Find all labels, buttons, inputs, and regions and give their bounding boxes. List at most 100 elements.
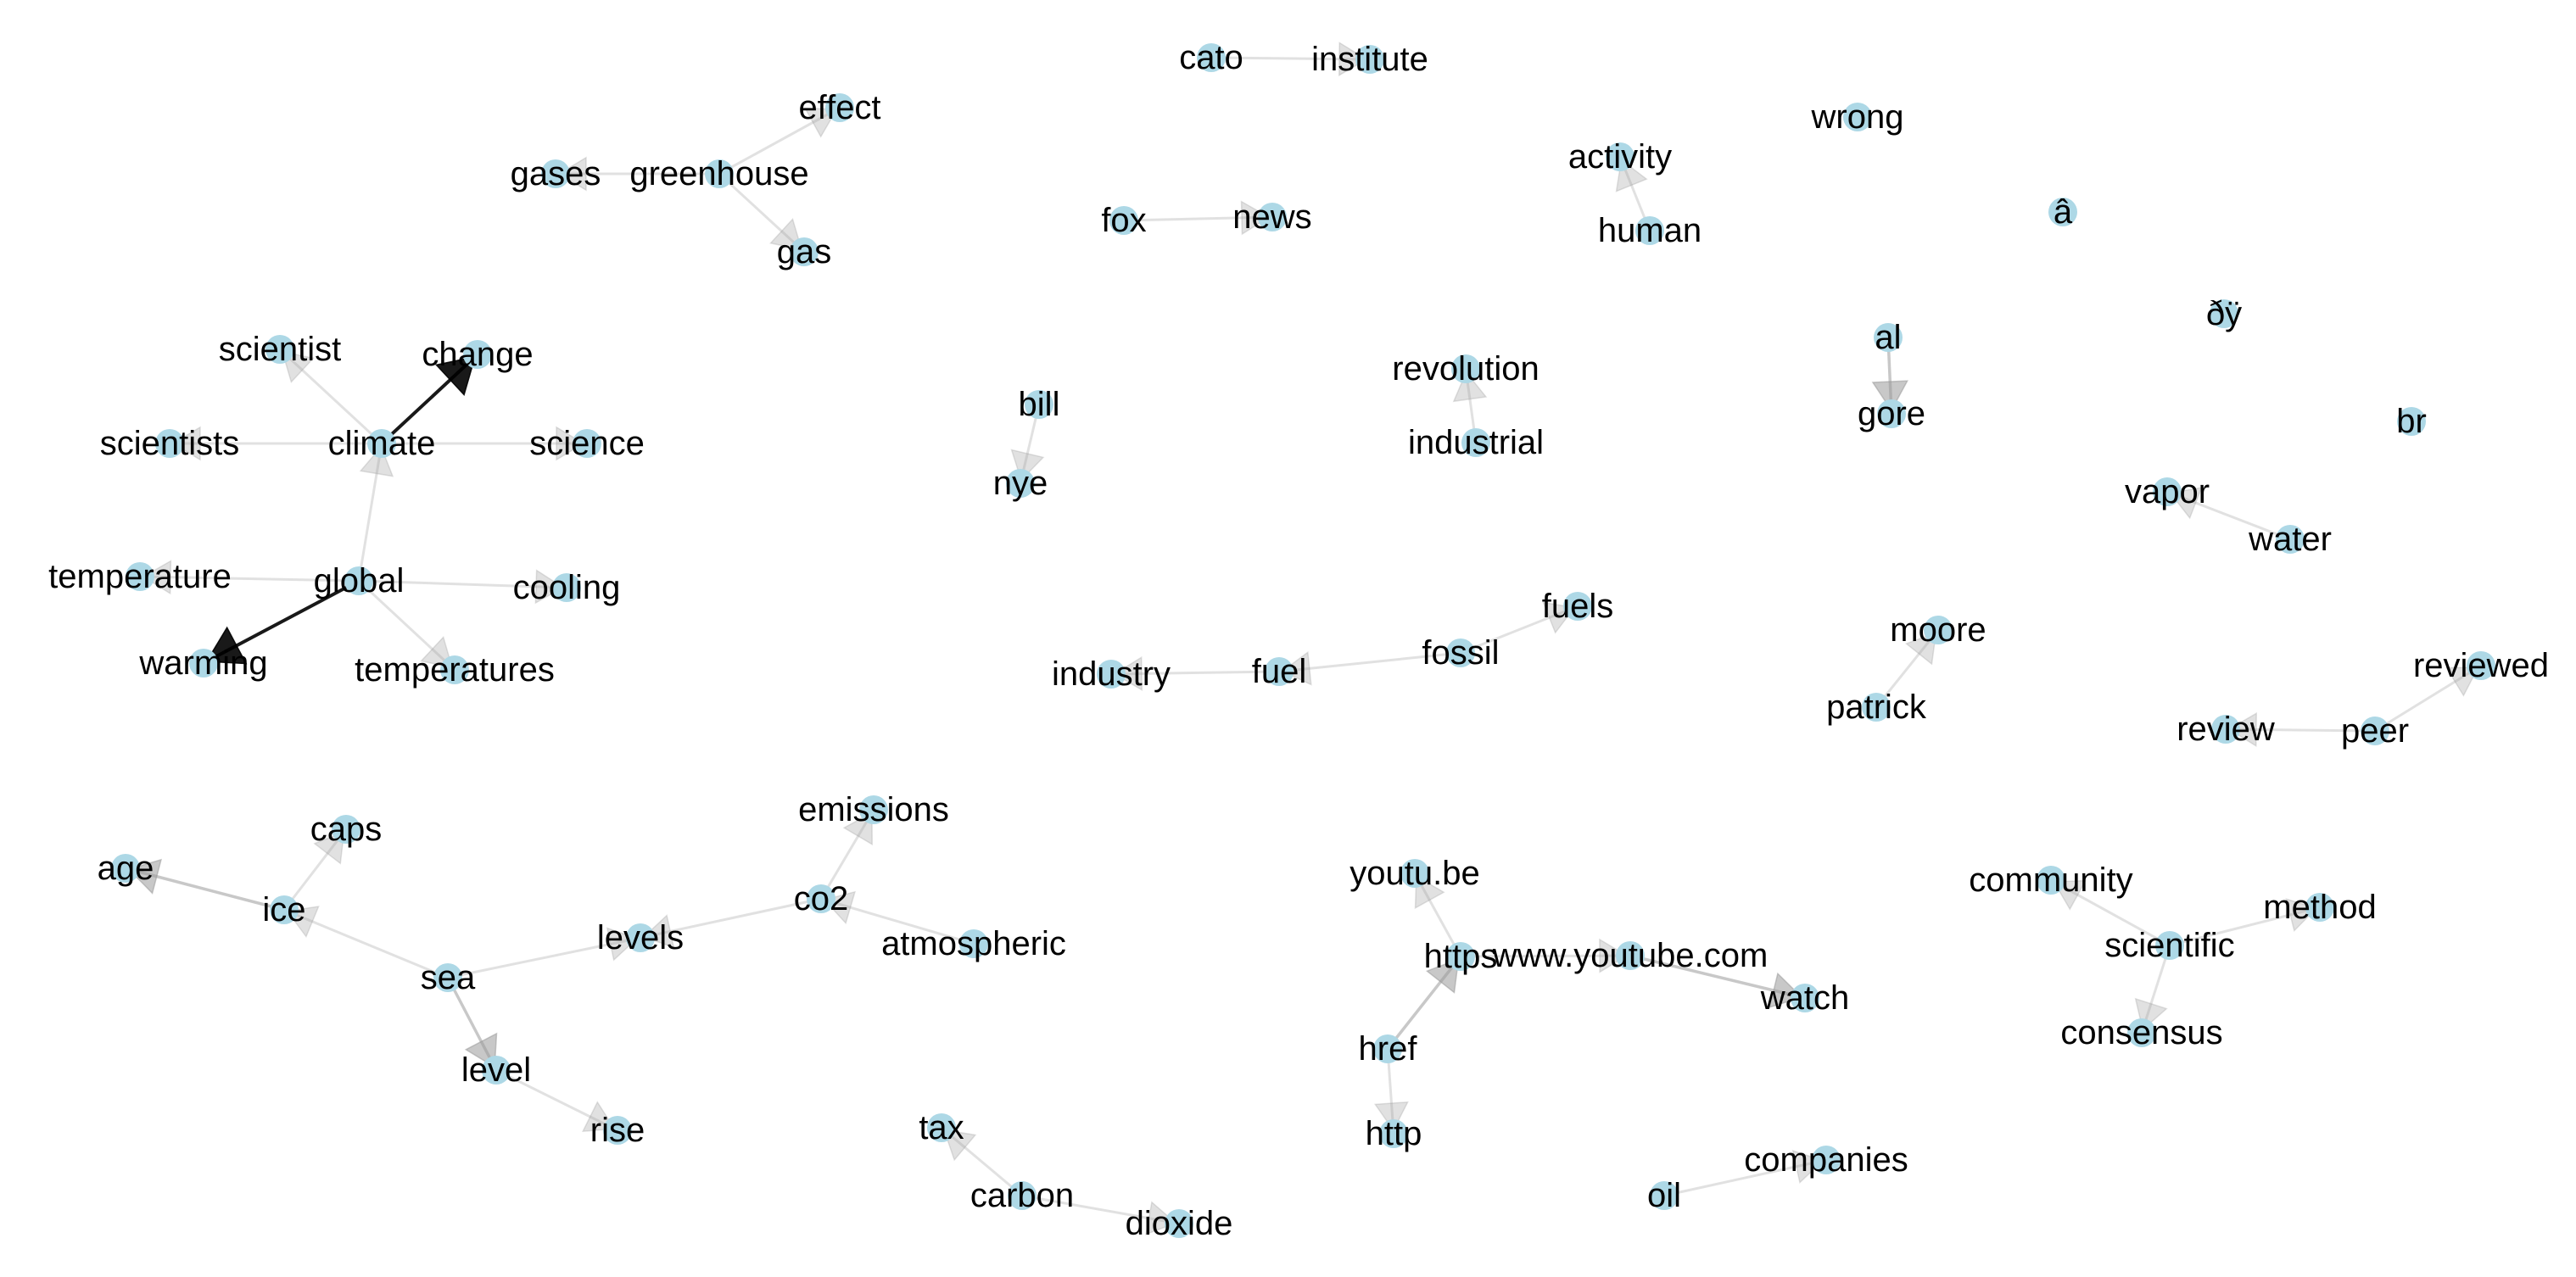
node-label-watch: watch [1760,979,1850,1017]
edge-arrowhead [556,426,585,461]
edge-global-to-climate [357,443,394,582]
edge-line [1278,651,1461,673]
node-label-fuel: fuel [1252,653,1307,690]
node-rise [603,1116,632,1145]
edge-greenhouse-to-gases [556,156,719,192]
node-news [1258,203,1287,231]
node-label-br: br [2396,403,2427,440]
edge-line [1875,629,1940,708]
node-temperature [126,562,154,591]
node-cato [1197,43,1226,72]
edge-line [278,348,383,445]
node-label-vapor: vapor [2125,473,2210,510]
edge-arrowhead [557,156,587,192]
node-wrong [1843,103,1872,131]
node-label-age: age [98,850,154,887]
node-label-reviewed: reviewed [2413,647,2549,684]
node-warming [189,649,218,678]
edge-line [2050,878,2171,947]
node-label-bill: bill [1019,386,1060,423]
node-label-dioxide: dioxide [1126,1205,1233,1242]
edge-arrowhead [2227,711,2257,747]
edge-line [282,828,348,911]
node-label-youtu-be: youtu.be [1349,855,1479,892]
edge-line [1663,1158,1827,1197]
node-temperatures [440,655,469,684]
node-label-emissions: emissions [798,791,949,828]
edge-line [820,897,975,945]
node-label-change: change [422,336,533,373]
node-label-science: science [529,425,645,462]
node-sea [433,963,462,992]
node-review [2211,715,2240,744]
edge-arrowhead [171,426,201,461]
node-level [482,1056,511,1085]
node-label-temperature: temperature [48,558,232,595]
edge-line [357,443,383,582]
edge-line [1021,1194,1180,1225]
node-fossil [1446,638,1475,667]
node-label-review: review [2176,711,2275,748]
edge-line [2169,906,2321,947]
node-label-nye: nye [993,465,1048,502]
node-al [1874,323,1903,352]
node-human [1635,216,1664,245]
node-label-href: href [1359,1030,1418,1068]
edge-climate-to-scientists [170,426,382,461]
edge-arrowhead [1373,1101,1409,1132]
node-label-patrick: patrick [1826,689,1927,726]
node-gases [541,159,570,188]
edge-carbon-to-dioxide [1021,1194,1180,1235]
node-label-industrial: industrial [1408,424,1544,461]
node-fox [1109,206,1138,235]
edge-arrowhead [1338,42,1368,77]
node-label-fuels: fuels [1542,588,1614,625]
node-bill [1025,390,1053,419]
node-label-greenhouse: greenhouse [629,155,808,192]
node-label-warming: warming [138,644,267,682]
node-label-consensus: consensus [2060,1014,2222,1051]
node-label-al: al [1875,319,1901,356]
node-https [1446,942,1475,971]
node-layer [111,43,2495,1238]
edge-arrowhead [1599,938,1629,973]
node-label-atmospheric: atmospheric [881,925,1066,962]
node-consensus [2127,1018,2156,1047]
node-peer [2361,717,2389,745]
node-label-peer: peer [2341,712,2409,750]
edge-arrowhead [1452,371,1488,403]
node-label-climate: climate [328,425,436,462]
node-label-d-y: ðÿ [2206,295,2242,332]
node-fuel [1265,657,1294,686]
edge-global-to-cooling [358,569,567,605]
node-d-y [2210,299,2238,328]
node-label-effect: effect [798,89,880,126]
node-label-scientists: scientists [100,425,240,462]
edge-arrowhead [205,626,248,665]
node-label-level: level [461,1051,531,1089]
node-www-youtube-com [1616,941,1645,970]
node-label-industry: industry [1052,655,1171,693]
node-climate [367,429,396,458]
node-label-gas: gas [777,233,832,270]
node-institute [1355,45,1384,74]
edge-global-to-temperature [139,560,360,595]
node-dioxide [1165,1209,1193,1238]
node-change [463,340,492,369]
node-tax [927,1113,956,1142]
node-label-co2: co2 [794,880,849,917]
node-gore [1877,399,1906,428]
edge-line [1110,670,1280,676]
edge-arrowhead [1240,200,1271,236]
edge-fuel-to-industry [1110,655,1280,691]
edge-line [819,809,875,900]
node-watch [1791,984,1819,1012]
node-scientific [2155,931,2184,960]
node-label-gases: gases [511,155,601,192]
node-scientists [155,429,184,458]
node-fuels [1563,592,1592,621]
edge-fossil-to-fuel [1278,650,1461,686]
node-href [1373,1034,1402,1063]
edge-arrowhead [1113,655,1143,691]
